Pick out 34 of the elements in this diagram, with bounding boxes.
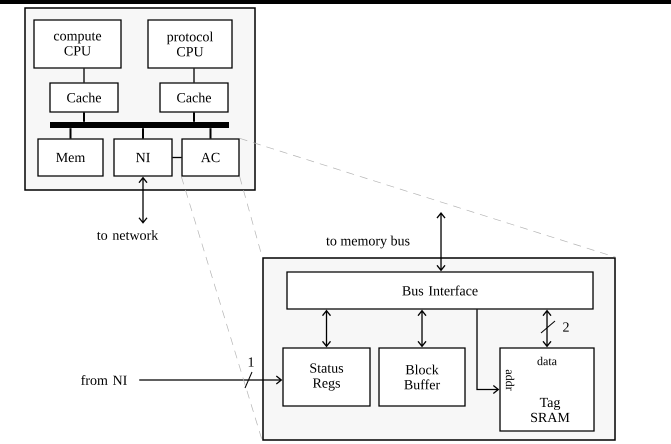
connector	[83, 68, 85, 82]
zoom-line	[181, 176, 263, 442]
arrow	[418, 310, 427, 348]
bus-interface-box: Bus Interface	[286, 271, 594, 310]
sram-box: data addr Tag SRAM	[499, 347, 595, 432]
port-label: to network	[96, 230, 158, 240]
port-label: from NI	[81, 375, 127, 385]
register-box: Status Regs	[282, 347, 371, 407]
ac-box: AC	[181, 138, 240, 177]
connector	[193, 68, 195, 82]
cache-box: Cache	[159, 82, 229, 113]
arrow	[139, 376, 282, 385]
arrow	[322, 310, 332, 348]
ni-box: NI	[113, 138, 173, 177]
bus-bar	[50, 122, 229, 128]
arrow	[476, 310, 500, 394]
edge-label: to memory bus	[326, 236, 410, 248]
cache-box: Cache	[49, 82, 119, 113]
edge-label: 1	[248, 357, 254, 367]
buffer-box: Block Buffer	[378, 347, 466, 407]
connector	[172, 156, 182, 158]
connector	[193, 112, 195, 122]
arrow	[542, 310, 552, 348]
edge-label: 2	[563, 322, 569, 332]
arrow	[138, 176, 148, 224]
arrow	[436, 212, 446, 272]
connector	[210, 128, 212, 138]
zoom-line	[239, 138, 616, 258]
memory-box: Mem	[37, 138, 104, 177]
connector	[70, 128, 72, 138]
cpu-box: protocol CPU	[147, 19, 233, 69]
connector	[142, 128, 144, 138]
cpu-box: compute CPU	[33, 19, 122, 69]
connector	[83, 112, 85, 122]
